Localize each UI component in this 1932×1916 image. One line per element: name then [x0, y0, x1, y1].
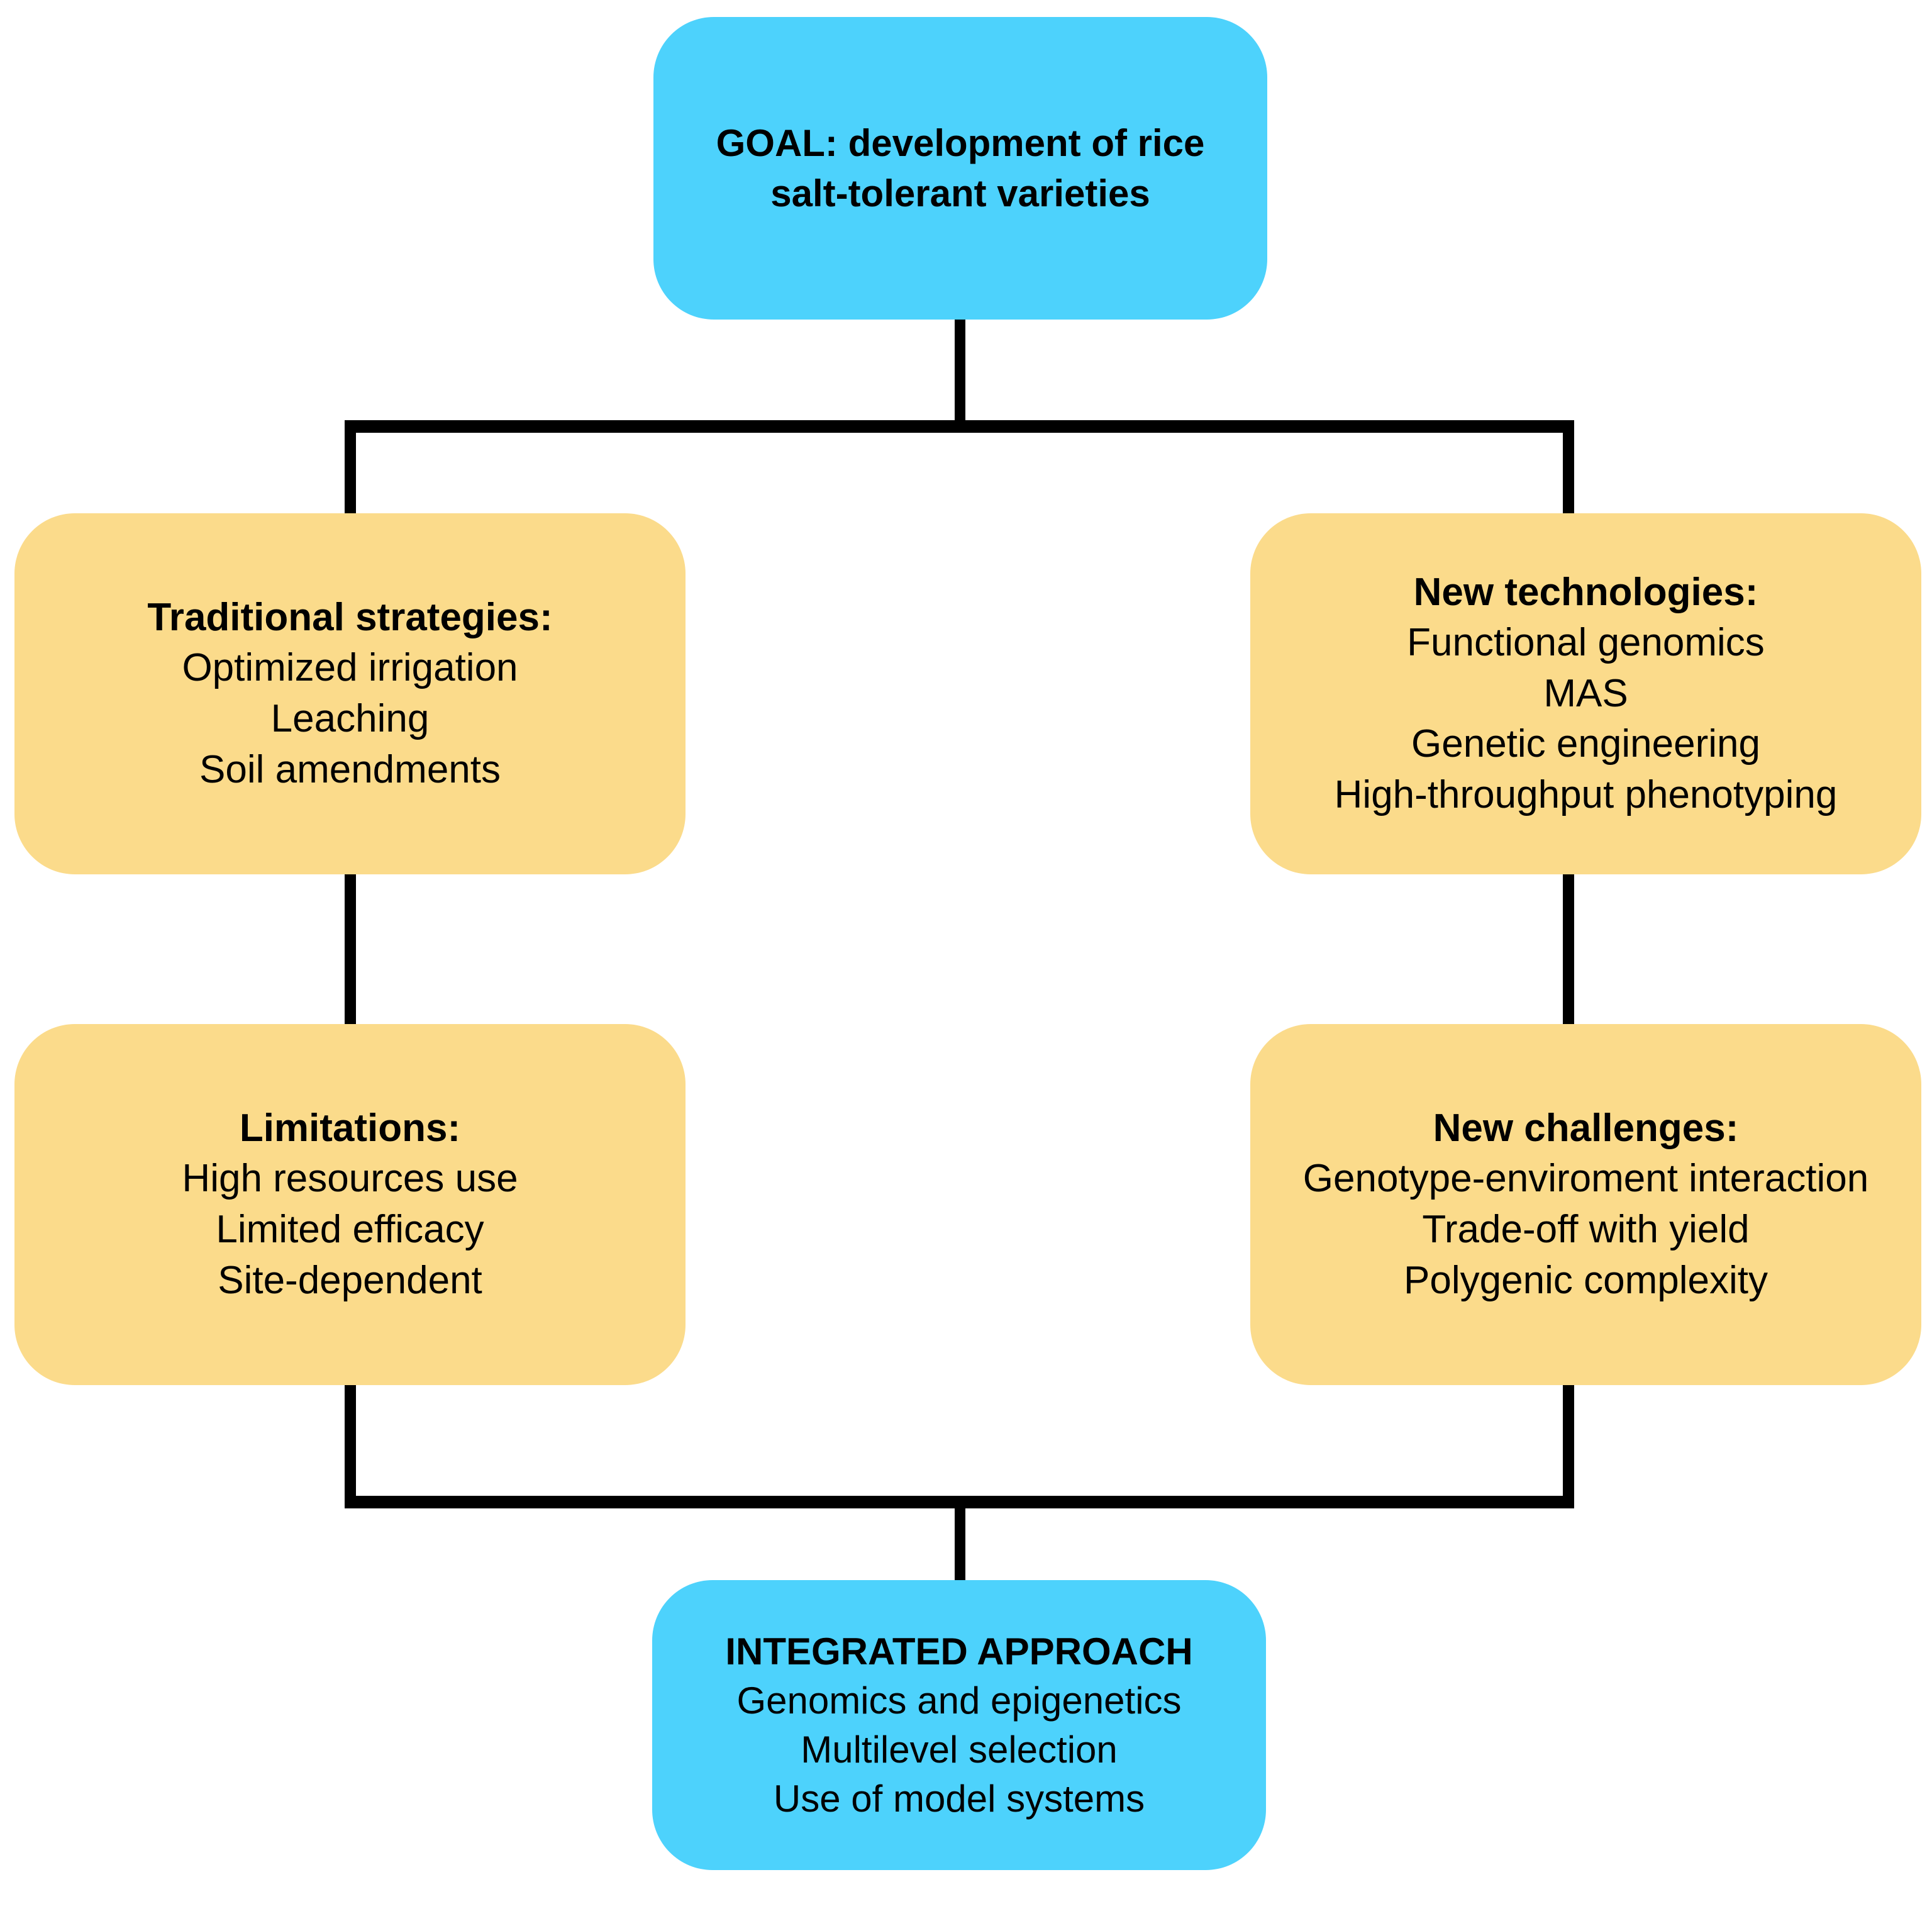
connector-goal-to-bus [955, 316, 965, 428]
node-integrated-item: Use of model systems [773, 1777, 1145, 1820]
node-integrated-item: Multilevel selection [801, 1728, 1118, 1771]
node-integrated-heading: INTEGRATED APPROACH [725, 1630, 1193, 1673]
node-technologies-item: Genetic engineering [1411, 722, 1760, 766]
node-traditional-item: Soil amendments [199, 747, 501, 791]
node-new-challenges[interactable]: New challenges: Genotype-enviroment inte… [1250, 1024, 1921, 1385]
node-technologies-item: MAS [1543, 671, 1628, 715]
node-challenges-item: Trade-off with yield [1422, 1208, 1750, 1251]
node-limitations-item: Limited efficacy [216, 1208, 484, 1251]
node-technologies-heading: New technologies: [1413, 570, 1758, 614]
node-integrated-approach[interactable]: INTEGRATED APPROACH Genomics and epigene… [652, 1580, 1266, 1870]
node-traditional-item: Optimized irrigation [182, 646, 518, 690]
connector-traditional-to-limitations [345, 870, 356, 1028]
node-technologies-item: High-throughput phenotyping [1334, 772, 1838, 816]
node-new-technologies[interactable]: New technologies: Functional genomics MA… [1250, 513, 1921, 874]
node-goal-heading-line-1: GOAL: development of rice [716, 122, 1205, 165]
node-traditional-strategies[interactable]: Traditional strategies: Optimized irriga… [14, 513, 686, 874]
node-traditional-item: Leaching [270, 697, 430, 740]
node-goal-heading-line-2: salt-tolerant varieties [770, 172, 1150, 214]
connector-bottom-horizontal-bus [345, 1496, 1574, 1508]
connector-bus-to-integrated [955, 1505, 965, 1585]
connector-limitations-to-bus [345, 1381, 356, 1507]
node-limitations-item: High resources use [182, 1157, 518, 1201]
node-limitations-heading: Limitations: [239, 1106, 461, 1150]
node-goal[interactable]: GOAL: development of rice salt-tolerant … [653, 17, 1267, 320]
connector-technologies-to-challenges [1563, 870, 1574, 1028]
node-integrated-item: Genomics and epigenetics [736, 1679, 1182, 1722]
node-limitations-item: Site-dependent [218, 1258, 482, 1302]
node-limitations[interactable]: Limitations: High resources use Limited … [14, 1024, 686, 1385]
node-challenges-item: Polygenic complexity [1404, 1258, 1768, 1302]
node-challenges-item: Genotype-enviroment interaction [1302, 1157, 1869, 1201]
connector-bus-to-technologies [1563, 420, 1574, 518]
node-technologies-item: Functional genomics [1407, 621, 1765, 665]
connector-top-horizontal-bus [345, 420, 1574, 433]
node-challenges-heading: New challenges: [1433, 1106, 1739, 1150]
connector-bus-to-traditional [345, 420, 356, 518]
node-traditional-heading: Traditional strategies: [147, 595, 553, 639]
connector-challenges-to-bus [1563, 1381, 1574, 1507]
